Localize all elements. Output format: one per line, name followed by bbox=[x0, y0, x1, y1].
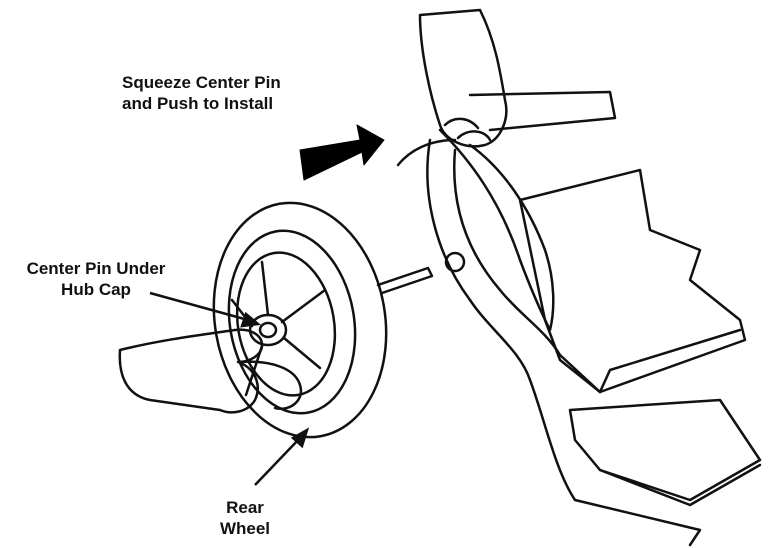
mower-deck bbox=[518, 168, 747, 394]
install-arrow bbox=[299, 124, 385, 181]
wheel-tire-outer bbox=[212, 201, 388, 439]
handle-tube bbox=[396, 138, 457, 167]
wheel-rim bbox=[235, 251, 337, 397]
upper-hand bbox=[418, 8, 508, 148]
squeeze-instruction-label: Squeeze Center Pin and Push to Install bbox=[122, 72, 281, 114]
wheel-tire-inner bbox=[227, 229, 357, 415]
lower-hand-thumb bbox=[238, 360, 303, 411]
axle-nut bbox=[444, 251, 466, 273]
handle-bar bbox=[468, 90, 617, 132]
step-plate-edge bbox=[598, 463, 762, 507]
center-pin-label-line2: Hub Cap bbox=[61, 280, 131, 299]
wheel-spokes bbox=[230, 260, 327, 397]
deck-side bbox=[598, 328, 742, 394]
lower-hand bbox=[118, 328, 264, 414]
center-pin-label-line1: Center Pin Under bbox=[26, 259, 166, 278]
center-pin-pointer-line bbox=[149, 291, 249, 322]
mower-frame bbox=[426, 138, 702, 547]
rear-wheel-label-line1: Rear bbox=[226, 498, 264, 517]
rear-wheel-pointer-head bbox=[290, 427, 310, 449]
rear-wheel-pointer-line bbox=[254, 437, 301, 486]
step-plate bbox=[568, 398, 762, 502]
squeeze-label-line1: Squeeze Center Pin bbox=[122, 73, 281, 92]
mower-frame-inner bbox=[453, 148, 602, 394]
center-pin-label: Center Pin Under Hub Cap bbox=[6, 258, 186, 300]
hub-cap bbox=[248, 313, 288, 347]
upper-hand-fingers bbox=[443, 117, 492, 142]
center-pin-pointer-head bbox=[240, 311, 262, 328]
center-pin bbox=[258, 321, 278, 339]
rear-wheel-label: Rear Wheel bbox=[205, 497, 285, 539]
squeeze-label-line2: and Push to Install bbox=[122, 94, 274, 113]
axle-shaft bbox=[376, 266, 434, 295]
rear-wheel-label-line2: Wheel bbox=[219, 519, 271, 538]
rear-fender bbox=[438, 128, 555, 332]
